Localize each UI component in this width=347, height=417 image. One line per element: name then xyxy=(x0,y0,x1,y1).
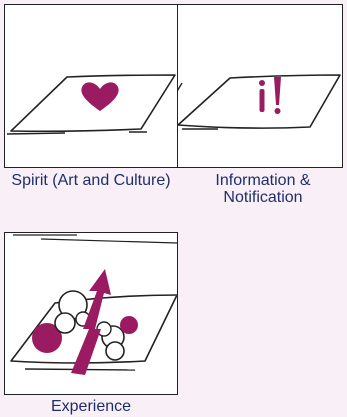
caption-information: Information & Notification xyxy=(215,172,311,206)
tile-experience[interactable] xyxy=(4,232,178,395)
tile-spirit[interactable] xyxy=(4,4,178,168)
caption-experience: Experience xyxy=(50,398,132,415)
experience-arrow-bubbles-icon xyxy=(10,234,177,375)
info-exclamation-icon xyxy=(178,74,341,130)
caption-spirit: Spirit (Art and Culture) xyxy=(11,172,171,189)
tile-information[interactable] xyxy=(178,4,343,168)
heart-icon xyxy=(6,74,176,135)
